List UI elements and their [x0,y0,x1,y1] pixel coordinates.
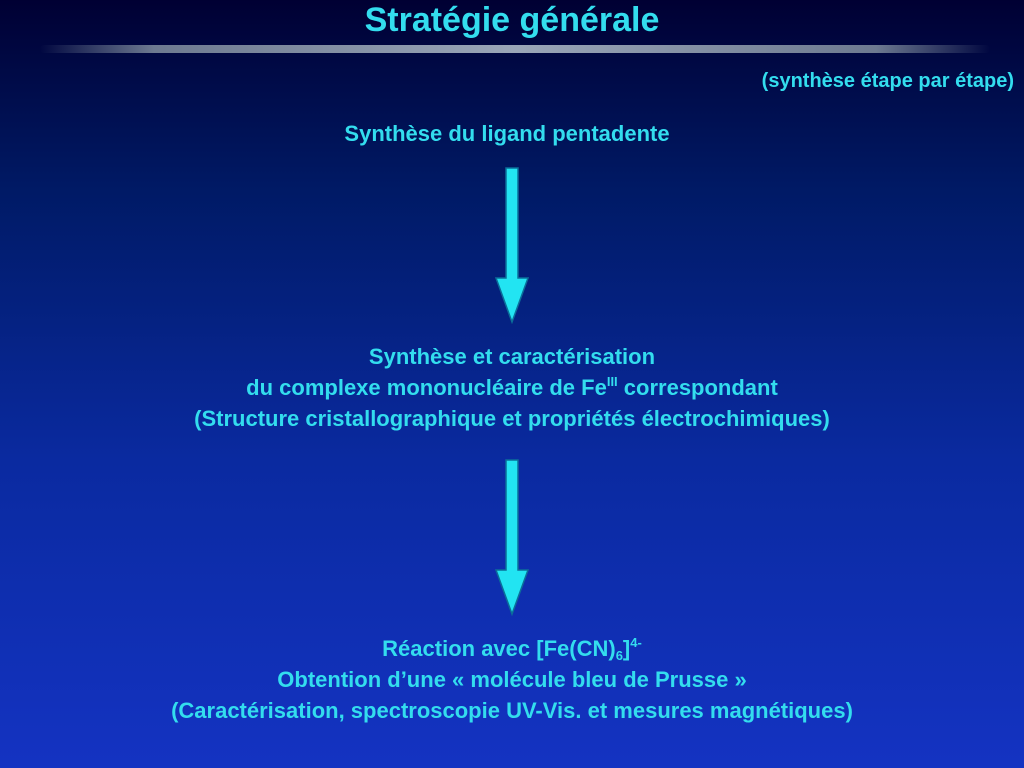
step-2-line-3: (Structure cristallographique et proprié… [194,406,830,431]
down-arrow-icon [494,459,530,617]
step-1-line-1: Synthèse du ligand pentadente [344,121,670,146]
title-divider [40,45,990,53]
arrow-2-shape [494,459,530,617]
formula-subscript: 6 [615,648,623,663]
slide-title: Stratégie générale [364,1,660,39]
step-2-line-2-suffix: correspondant [617,375,778,400]
step-2-line-2: du complexe mononucléaire de FeIII corre… [0,372,1024,403]
down-arrow-icon [494,167,530,325]
step-3-line-1-bracket: ] [622,636,631,661]
step-1-ligand-synthesis: Synthèse du ligand pentadente [0,118,1019,149]
oxidation-state-superscript: III [606,374,618,389]
step-3-line-1-text: Réaction avec [Fe(CN) [382,636,616,661]
slide-subtitle: (synthèse étape par étape) [761,70,1014,92]
step-2-line-2-text: du complexe mononucléaire de Fe [246,375,607,400]
step-3-line-2: Obtention d’une « molécule bleu de Pruss… [277,667,747,692]
step-3-line-3: (Caractérisation, spectroscopie UV-Vis. … [171,698,853,723]
step-2-line-1: Synthèse et caractérisation [368,344,656,369]
step-3-reaction: Réaction avec [Fe(CN)6]4- Obtention d’un… [0,633,1024,726]
charge-superscript: 4- [630,635,642,650]
arrow-1-shape [494,167,530,325]
step-3-line-1: Réaction avec [Fe(CN)6]4- [0,633,1024,664]
step-2-complex-synthesis: Synthèse et caractérisation du complexe … [0,341,1024,434]
